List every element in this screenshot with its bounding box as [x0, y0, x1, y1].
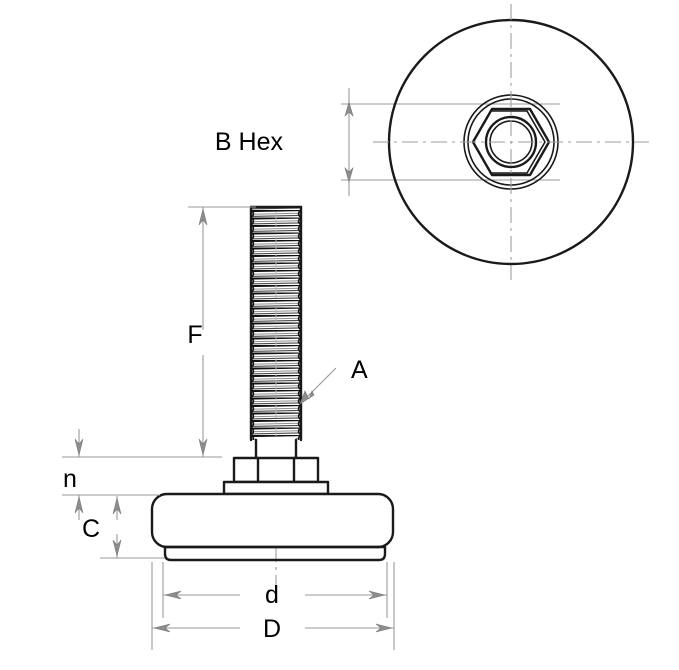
- n-arrowhead-bottom: [74, 496, 84, 514]
- a-leader-line: [302, 367, 337, 402]
- stud-shank: [254, 438, 298, 461]
- d-small-arrowhead-right: [368, 590, 386, 600]
- base-pad-lip: [163, 545, 387, 562]
- dim-label-d-large: D: [263, 615, 281, 643]
- dim-label-c: C: [82, 515, 100, 543]
- dim-label-n: n: [63, 465, 77, 493]
- dimension-f: F: [187, 206, 256, 457]
- d-large-arrowhead-left: [153, 623, 171, 633]
- dimension-c: C: [82, 496, 165, 559]
- c-arrowhead-top: [112, 497, 122, 515]
- c-arrowhead-bottom: [112, 539, 122, 557]
- top-view-group: B Hex: [215, 4, 649, 280]
- dimension-a-leader: A: [299, 356, 368, 405]
- d-large-arrowhead-right: [375, 623, 393, 633]
- b-hex-arrowhead-top: [344, 100, 354, 118]
- dimension-d-small: d: [162, 562, 388, 618]
- base-pad-body: [150, 492, 395, 549]
- d-small-arrowhead-left: [164, 590, 182, 600]
- dim-label-f: F: [187, 321, 202, 349]
- dim-label-d-small: d: [265, 581, 279, 609]
- base-pad: [150, 492, 395, 562]
- nut-flange-body: [222, 480, 330, 496]
- thread-left-scallop: [251, 209, 255, 440]
- threaded-stud: [249, 205, 303, 442]
- thread-right-scallop: [297, 209, 301, 440]
- thread-crest-scallops: [251, 209, 301, 440]
- stud-bore-outer-circle: [484, 115, 538, 169]
- dim-label-b-hex: B Hex: [215, 128, 284, 156]
- hex-nut-body: [232, 456, 320, 484]
- dimension-n: n: [62, 429, 222, 520]
- shank-body: [256, 438, 296, 459]
- f-arrowhead-bottom: [198, 438, 208, 456]
- n-arrowhead-top: [74, 438, 84, 456]
- dimension-d-large: D: [151, 562, 395, 650]
- nut-flange: [222, 480, 330, 496]
- hex-nut-side: [232, 456, 320, 484]
- dim-label-a: A: [351, 356, 368, 384]
- f-arrowhead-top: [198, 208, 208, 226]
- a-leader-arrowhead: [299, 390, 315, 405]
- b-hex-arrowhead-bottom: [344, 166, 354, 184]
- side-view-group: F A n: [62, 205, 395, 650]
